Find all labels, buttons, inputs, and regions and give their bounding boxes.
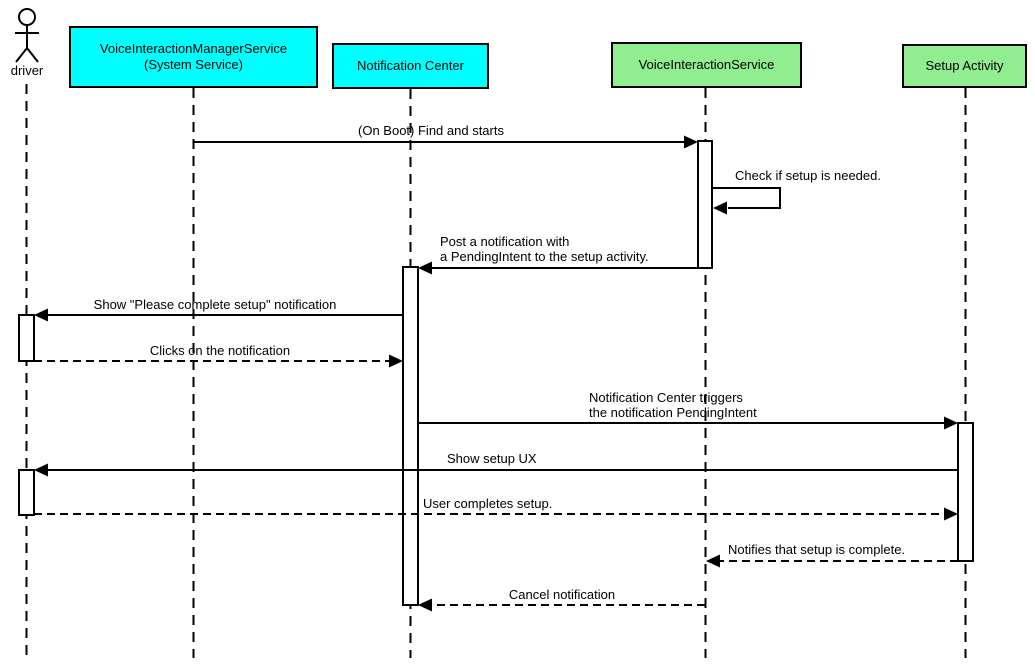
participant-label: Setup Activity [925, 58, 1004, 73]
arrowhead-check-if-setup-needed [713, 201, 727, 215]
actor-head [18, 8, 36, 26]
actor-label-driver: driver [10, 63, 44, 78]
message-8-label: User completes setup. [423, 496, 553, 511]
activation-driver-2 [18, 469, 35, 516]
message-7-label: Show setup UX [447, 451, 537, 466]
arrowhead-show-setup-ux [34, 463, 48, 477]
participant-label: Notification Center [357, 58, 464, 73]
participant-voice-interaction-manager-service: VoiceInteractionManagerService (System S… [69, 26, 318, 88]
activation-voice-interaction-service [697, 140, 713, 269]
arrowhead-post-notification [418, 261, 432, 275]
arrowhead-triggers-pendingintent [944, 416, 958, 430]
message-3-label: Post a notification with a PendingIntent… [440, 234, 649, 264]
message-4-label: Show "Please complete setup" notificatio… [93, 297, 337, 312]
message-9-label: Notifies that setup is complete. [728, 542, 906, 557]
participant-setup-activity: Setup Activity [902, 44, 1027, 88]
arrowhead-notifies-setup-complete [706, 554, 720, 568]
arrowhead-clicks-on-notification [389, 354, 403, 368]
participant-label: VoiceInteractionService [638, 57, 775, 72]
message-line-check-if-setup-needed [712, 187, 781, 209]
participant-label: VoiceInteractionManagerService (System S… [99, 41, 288, 72]
message-10-label: Cancel notification [508, 587, 616, 602]
arrowhead-show-please-complete-setup [34, 308, 48, 322]
activation-driver-1 [18, 314, 35, 362]
message-5-label: Clicks on the notification [149, 343, 291, 358]
arrowhead-on-boot-find-and-starts [684, 135, 698, 149]
activation-notification-center [402, 266, 419, 606]
actor-leg-left [15, 47, 28, 63]
message-6-label: Notification Center triggers the notific… [589, 390, 757, 420]
message-1-label: (On Boot) Find and starts [358, 123, 504, 138]
arrowhead-cancel-notification [418, 598, 432, 612]
actor-icon [15, 8, 39, 63]
arrowhead-user-completes-setup [944, 507, 958, 521]
message-2-label: Check if setup is needed. [735, 168, 881, 183]
actor-leg-right [26, 47, 39, 63]
participant-notification-center: Notification Center [332, 43, 489, 89]
participant-voice-interaction-service: VoiceInteractionService [611, 42, 802, 88]
activation-setup-activity [957, 422, 974, 562]
